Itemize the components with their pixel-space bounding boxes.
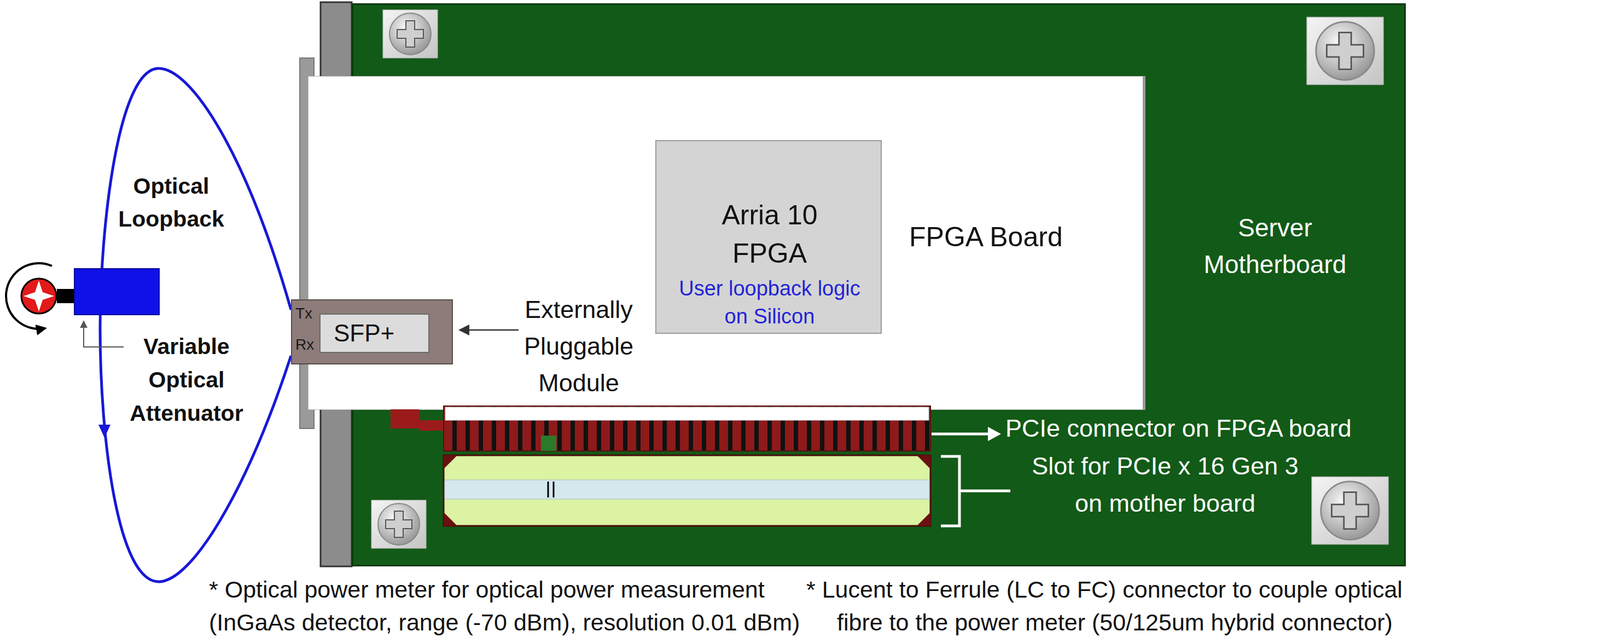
knob-star [23,280,55,312]
slot-corner [443,455,458,469]
slot-channel [444,479,930,499]
board-title: FPGA Board [909,220,1096,254]
screw [1306,16,1384,85]
connector-top-strip [445,406,929,421]
leader-line [931,432,991,436]
text-slot: FPGA Board [909,220,1096,254]
port-label: Tx [295,304,320,323]
module-callout: Externally Pluggable Module [518,291,639,401]
rotation-arrow [6,263,52,329]
port-label: Rx [295,335,320,354]
chip-name: Arria 10 FPGA [698,195,841,273]
text-slot: Rx [295,335,320,354]
pcie-slot [443,455,931,526]
smd-pad [390,409,420,429]
arrow-head [987,426,1002,441]
pcie-edge-connector [443,405,931,451]
screw [382,9,438,58]
slot-corner [916,455,931,469]
text-slot: Tx [295,304,320,323]
leader-line [469,329,519,331]
slot-key-mark [547,481,550,498]
slot-key-mark [553,481,555,498]
attenuator-knob [21,278,57,314]
screw [371,499,427,549]
text-slot: * Optical power meter for optical power … [208,572,817,639]
text-slot: PCIe connector on FPGA board [1005,412,1389,444]
fibre-direction-arrow [98,424,111,438]
slot-corner [443,512,458,526]
text-slot: * Lucent to Ferrule (LC to FC) connector… [806,572,1428,639]
slot-bracket [940,456,1011,526]
text-slot: Optical Loopback [105,169,237,236]
footnote: * Lucent to Ferrule (LC to FC) connector… [836,572,1428,639]
text-slot: Variable Optical Attenuator [120,329,253,430]
text-slot: User loopback logic on Silicon [676,274,863,331]
text-slot: Externally Pluggable Module [518,291,639,401]
text-slot: Arria 10 FPGA [698,195,841,273]
text-slot: Slot for PCIe x 16 Gen 3 on mother board [1020,447,1311,522]
chip-note: User loopback logic on Silicon [676,274,863,331]
screw [1311,476,1389,544]
attenuator-shaft [56,288,76,304]
footnote: * Optical power meter for optical power … [208,572,817,639]
text-slot: SFP+ [333,319,427,347]
attenuator-label: Variable Optical Attenuator [120,329,253,430]
fpga-chip: Arria 10 FPGAUser loopback logic on Sili… [655,140,882,334]
attenuator-body [74,268,160,315]
connector-callout: PCIe connector on FPGA board [1005,412,1389,444]
arrow-head [458,324,470,336]
slot-corner [916,512,931,526]
optical-fibre-loop [100,68,292,582]
module-name: SFP+ [333,319,427,347]
board-title: Server Motherboard [1193,209,1358,283]
text-slot: Server Motherboard [1193,209,1358,283]
sfp-cage: TxRx SFP+ [291,299,453,365]
sfp-module: SFP+ [319,313,430,353]
loop-label: Optical Loopback [105,169,237,236]
leader-line [83,321,124,347]
connector-key-notch [540,435,557,451]
smd-pad [419,420,446,431]
slot-callout: Slot for PCIe x 16 Gen 3 on mother board [1020,447,1311,522]
